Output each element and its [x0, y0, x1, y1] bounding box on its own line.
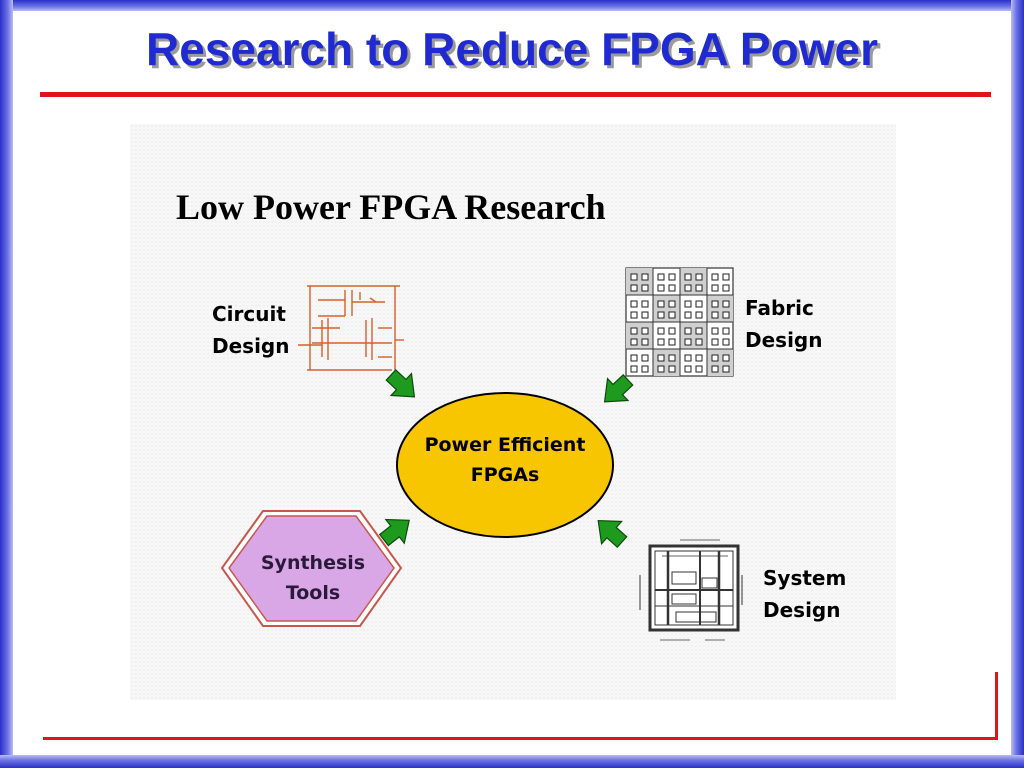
fabric-cell: [668, 300, 676, 308]
title-underline: [40, 92, 991, 97]
fabric-cell: [695, 300, 703, 308]
fabric-cell: [711, 300, 719, 308]
fabric-cell: [641, 327, 649, 335]
fabric-cell: [722, 284, 730, 292]
slide-title: Research to Reduce FPGA Power: [146, 23, 878, 75]
fabric-cell: [695, 273, 703, 281]
fabric-cell: [657, 300, 665, 308]
fabric-cell: [722, 354, 730, 362]
fabric-cell: [641, 284, 649, 292]
fabric-cell: [641, 338, 649, 346]
arrow-circuit-to-center: [385, 369, 416, 398]
fabric-cell: [711, 273, 719, 281]
slide-frame-left: [0, 0, 13, 768]
fabric-cell: [657, 354, 665, 362]
fabric-cell: [630, 273, 638, 281]
fabric-cell: [668, 327, 676, 335]
fabric-cell: [630, 300, 638, 308]
fabric-cell: [668, 284, 676, 292]
fabric-cell: [711, 311, 719, 319]
fabric-cell: [641, 365, 649, 373]
fabric-design-label: Fabric Design: [745, 296, 823, 352]
fabric-cell: [668, 354, 676, 362]
fabric-cell: [657, 284, 665, 292]
slide-frame-top: [0, 0, 1024, 11]
synthesis-tools-node: [220, 510, 403, 627]
fabric-cell: [722, 273, 730, 281]
fabric-cell: [711, 327, 719, 335]
synthesis-tools-label: Synthesis Tools: [260, 552, 366, 604]
fabric-cell: [722, 311, 730, 319]
fabric-cell: [695, 338, 703, 346]
fabric-cell: [668, 338, 676, 346]
fabric-cell: [684, 284, 692, 292]
fabric-cell: [684, 338, 692, 346]
circuit-design-label: Circuit Design: [212, 302, 290, 358]
fabric-cell: [630, 365, 638, 373]
slide-frame-right: [1011, 0, 1024, 768]
fabric-cell: [695, 311, 703, 319]
power-efficient-fpgas-node: [396, 392, 614, 538]
fabric-cell: [684, 311, 692, 319]
fabric-cell: [695, 284, 703, 292]
fabric-cell: [711, 338, 719, 346]
bottom-rule-corner: [995, 672, 998, 740]
arrow-system-to-center: [597, 519, 628, 549]
fabric-cell: [657, 338, 665, 346]
slide-frame-bottom: [0, 755, 1024, 768]
fabric-cell: [657, 273, 665, 281]
fabric-cell: [630, 354, 638, 362]
fabric-cell: [722, 300, 730, 308]
fabric-cell: [722, 338, 730, 346]
fabric-cell: [711, 354, 719, 362]
fabric-cell: [684, 365, 692, 373]
fabric-cell: [695, 327, 703, 335]
fabric-cell: [722, 365, 730, 373]
fabric-cell: [630, 284, 638, 292]
fabric-cell: [641, 300, 649, 308]
arrows: [378, 369, 634, 549]
center-node-label: Power Efficient FPGAs: [424, 434, 586, 486]
fabric-cell: [641, 311, 649, 319]
fabric-cell: [684, 300, 692, 308]
fabric-cell: [684, 327, 692, 335]
fabric-cell: [668, 311, 676, 319]
fabric-cell: [641, 354, 649, 362]
fabric-cell: [722, 327, 730, 335]
system-floorplan-icon: [639, 539, 743, 641]
system-design-label: System Design: [763, 566, 847, 622]
bottom-rule: [43, 737, 998, 740]
fabric-cell: [657, 327, 665, 335]
fabric-grid-icon: [625, 267, 734, 377]
fabric-cell: [695, 354, 703, 362]
fabric-cell: [684, 273, 692, 281]
fabric-cell: [657, 365, 665, 373]
fabric-cell: [657, 311, 665, 319]
fabric-cell: [668, 273, 676, 281]
fabric-cell: [630, 327, 638, 335]
fabric-cell: [684, 354, 692, 362]
fabric-cell: [668, 365, 676, 373]
fabric-cell: [630, 338, 638, 346]
fabric-cell: [711, 365, 719, 373]
fabric-cell: [711, 284, 719, 292]
fabric-cell: [630, 311, 638, 319]
arrow-synthesis-to-center: [378, 518, 410, 547]
fabric-cell: [695, 365, 703, 373]
arrow-fabric-to-center: [603, 374, 634, 403]
circuit-schematic-icon: [298, 285, 404, 371]
fabric-cell: [641, 273, 649, 281]
diagram-heading: Low Power FPGA Research: [176, 187, 606, 227]
